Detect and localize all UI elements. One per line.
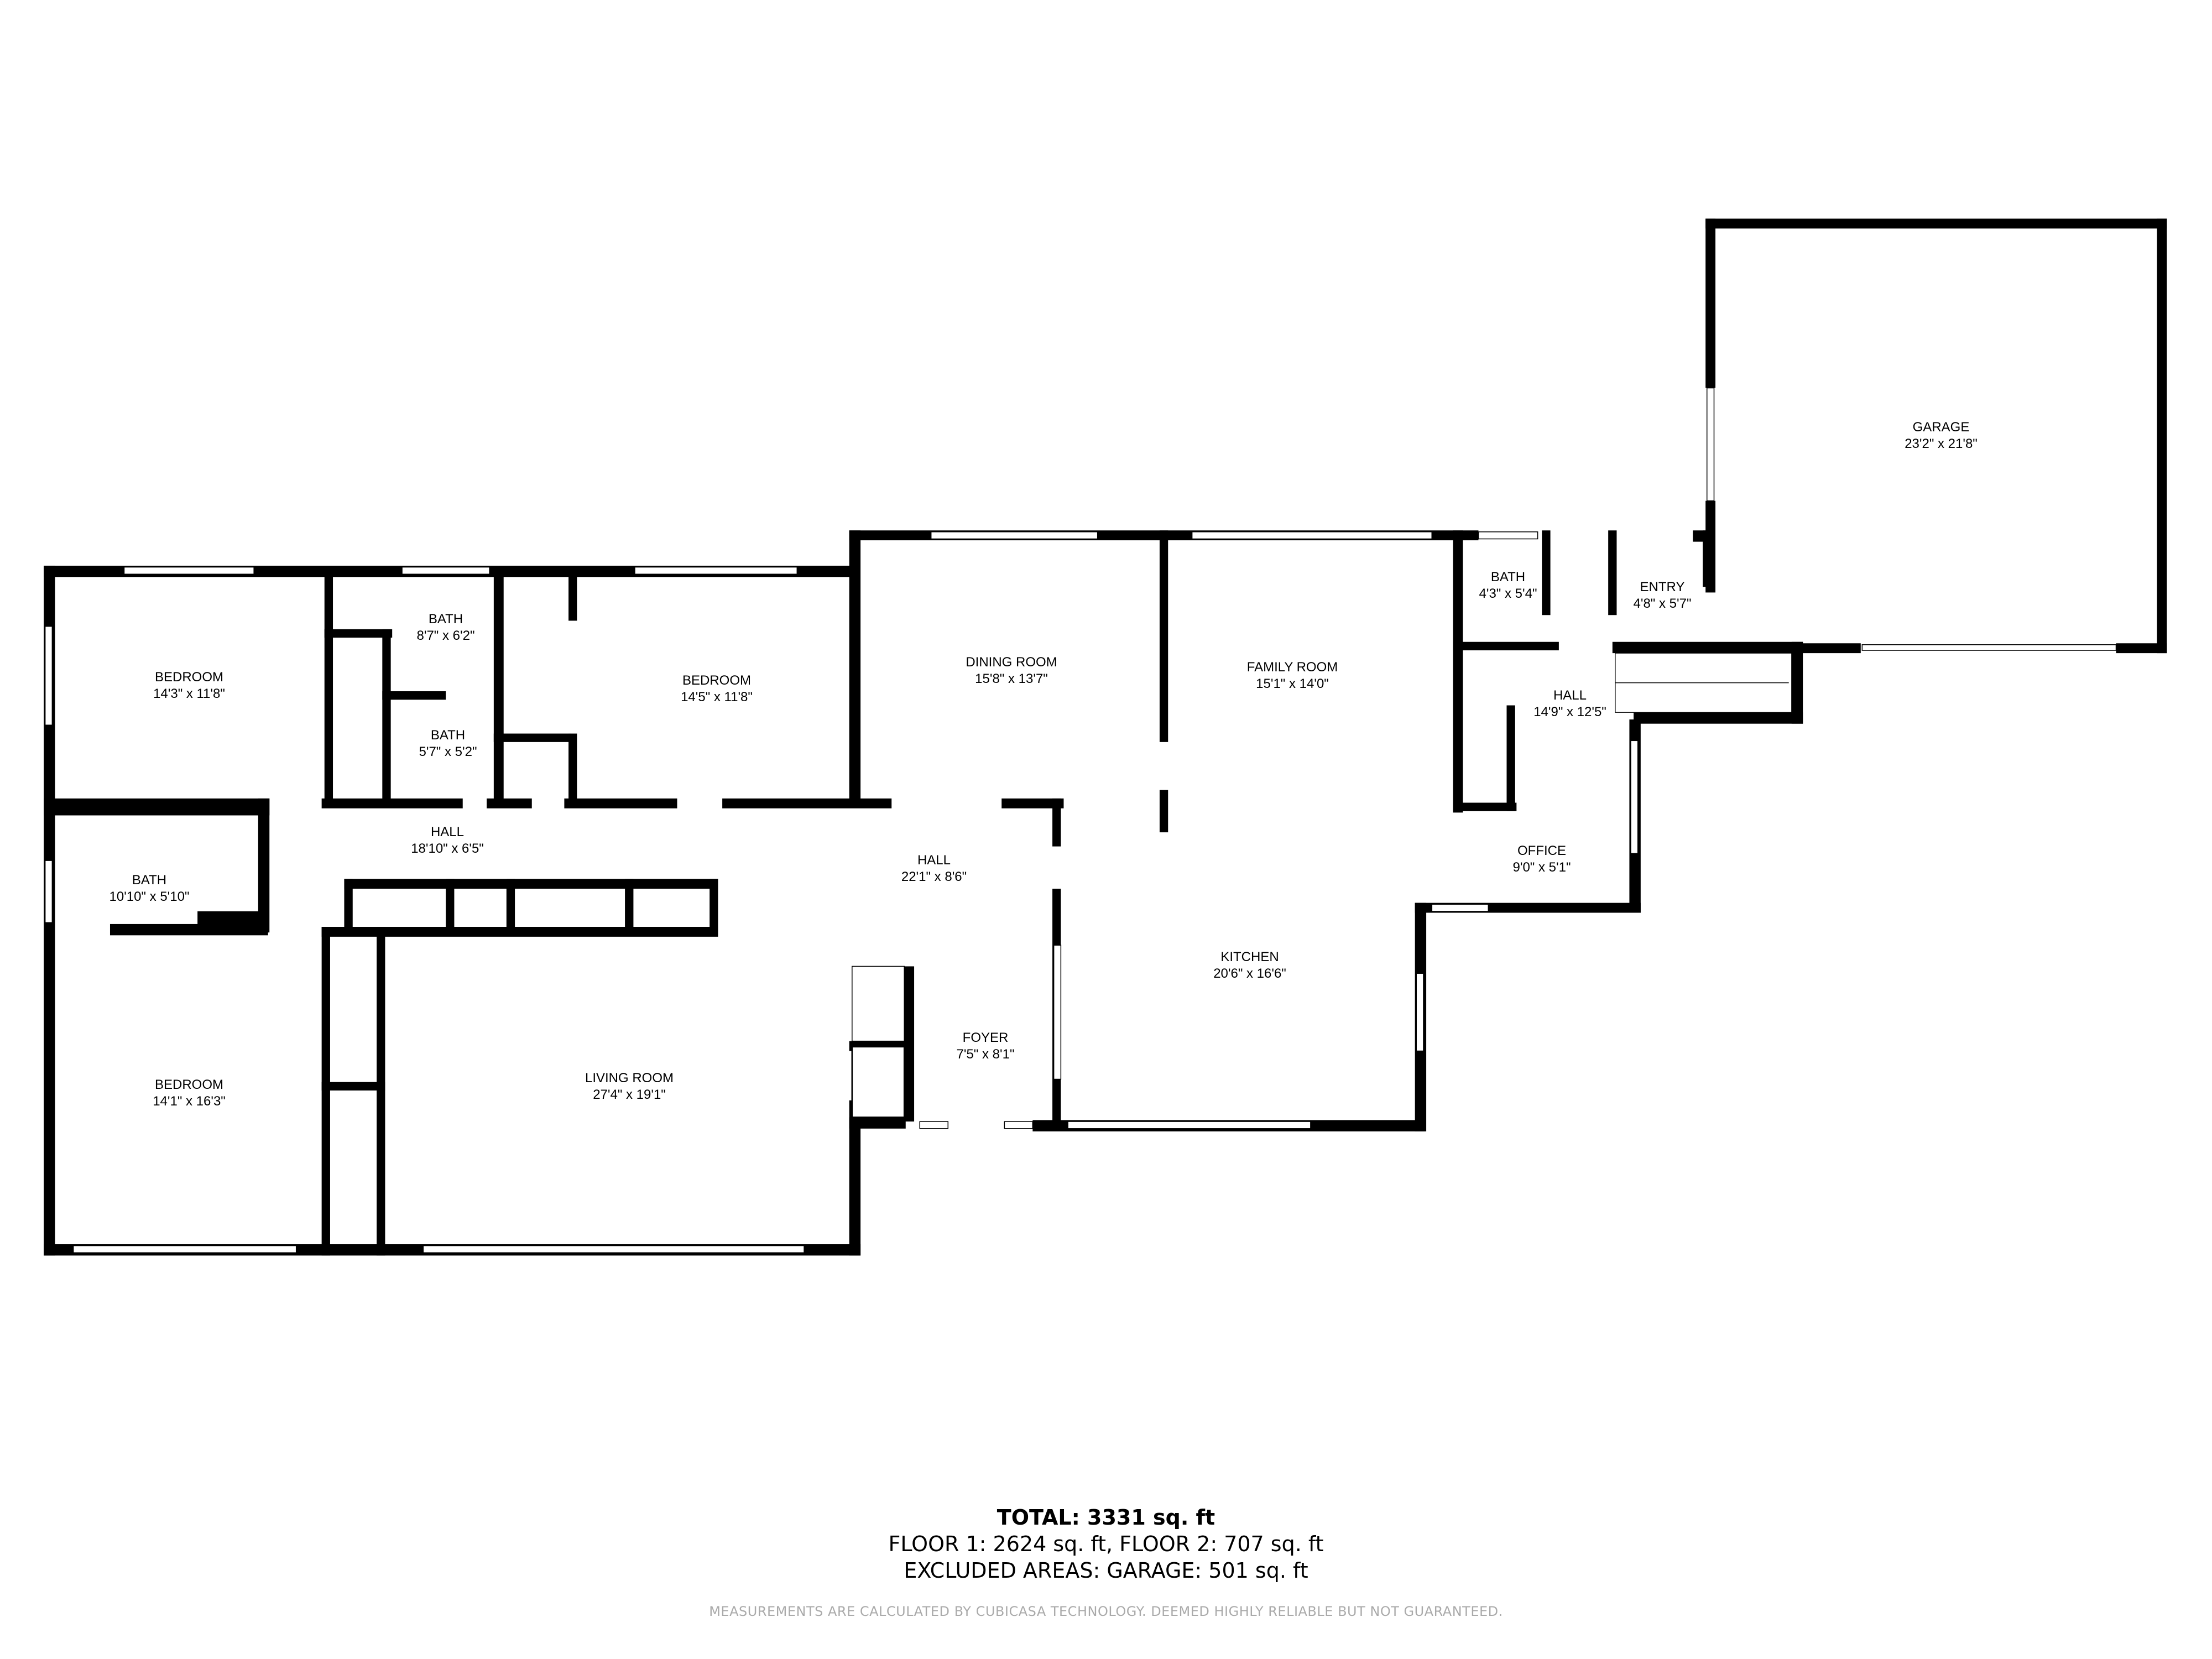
room-label-foyer: FOYER 7'5" x 8'1" [957,1030,1015,1063]
room-name: BEDROOM [154,670,223,685]
room-name: HALL [1553,688,1587,703]
room-name: ENTRY [1640,580,1685,594]
room-dimensions: 14'5" x 11'8" [681,690,753,705]
room-dimensions: 4'3" x 5'4" [1479,586,1537,601]
room-label-hall-west: HALL 18'10" x 6'5" [411,824,484,857]
room-label-kitchen: KITCHEN 20'6" x 16'6" [1213,949,1286,982]
room-name: DINING ROOM [966,655,1057,670]
room-name: OFFICE [1517,843,1566,858]
excluded-areas: EXCLUDED AREAS: GARAGE: 501 sq. ft [904,1558,1308,1583]
room-name: BATH [1490,570,1526,585]
room-dimensions: 7'5" x 8'1" [956,1047,1015,1062]
room-name: BATH [430,728,466,743]
disclaimer: MEASUREMENTS ARE CALCULATED BY CUBICASA … [709,1604,1503,1619]
room-dimensions: 4'8" x 5'7" [1633,596,1692,611]
room-name: KITCHEN [1220,950,1279,964]
room-dimensions: 9'0" x 5'1" [1512,860,1571,875]
fireplace [851,966,905,1118]
room-name: BATH [428,612,463,627]
stairs [1615,653,1792,713]
walls [44,218,2167,1256]
room-label-bedroom-2: BEDROOM 14'5" x 11'8" [681,672,753,706]
room-name: BEDROOM [682,673,751,688]
room-dimensions: 10'10" x 5'10" [109,889,190,904]
room-name: BEDROOM [154,1077,223,1092]
room-label-hall-east: HALL 14'9" x 12'5" [1533,687,1606,721]
room-dimensions: 18'10" x 6'5" [411,841,484,856]
room-label-entry: ENTRY 4'8" x 5'7" [1634,579,1692,612]
room-name: HALL [917,853,951,868]
room-name: FAMILY ROOM [1246,660,1338,675]
room-dimensions: 8'7" x 6'2" [416,628,475,643]
floor-areas: FLOOR 1: 2624 sq. ft, FLOOR 2: 707 sq. f… [888,1532,1324,1556]
room-name: HALL [430,825,465,839]
windows [44,387,2117,1254]
room-name: FOYER [962,1030,1009,1045]
room-label-bedroom-3: BEDROOM 14'1" x 16'3" [153,1077,226,1110]
room-name: LIVING ROOM [585,1071,674,1086]
room-label-office: OFFICE 9'0" x 5'1" [1513,843,1571,876]
room-dimensions: 14'1" x 16'3" [153,1094,226,1109]
room-dimensions: 5'7" x 5'2" [419,744,477,759]
room-name: GARAGE [1912,420,1970,435]
room-dimensions: 15'1" x 14'0" [1256,676,1329,691]
room-dimensions: 20'6" x 16'6" [1213,966,1286,981]
room-dimensions: 22'1" x 8'6" [901,869,967,884]
room-name: BATH [132,873,167,888]
total-area: TOTAL: 3331 sq. ft [997,1505,1215,1530]
room-dimensions: 27'4" x 19'1" [593,1087,666,1102]
room-dimensions: 14'9" x 12'5" [1533,705,1606,719]
room-dimensions: 23'2" x 21'8" [1905,436,1978,451]
room-dimensions: 14'3" x 11'8" [153,686,225,701]
room-dimensions: 15'8" x 13'7" [975,671,1048,686]
